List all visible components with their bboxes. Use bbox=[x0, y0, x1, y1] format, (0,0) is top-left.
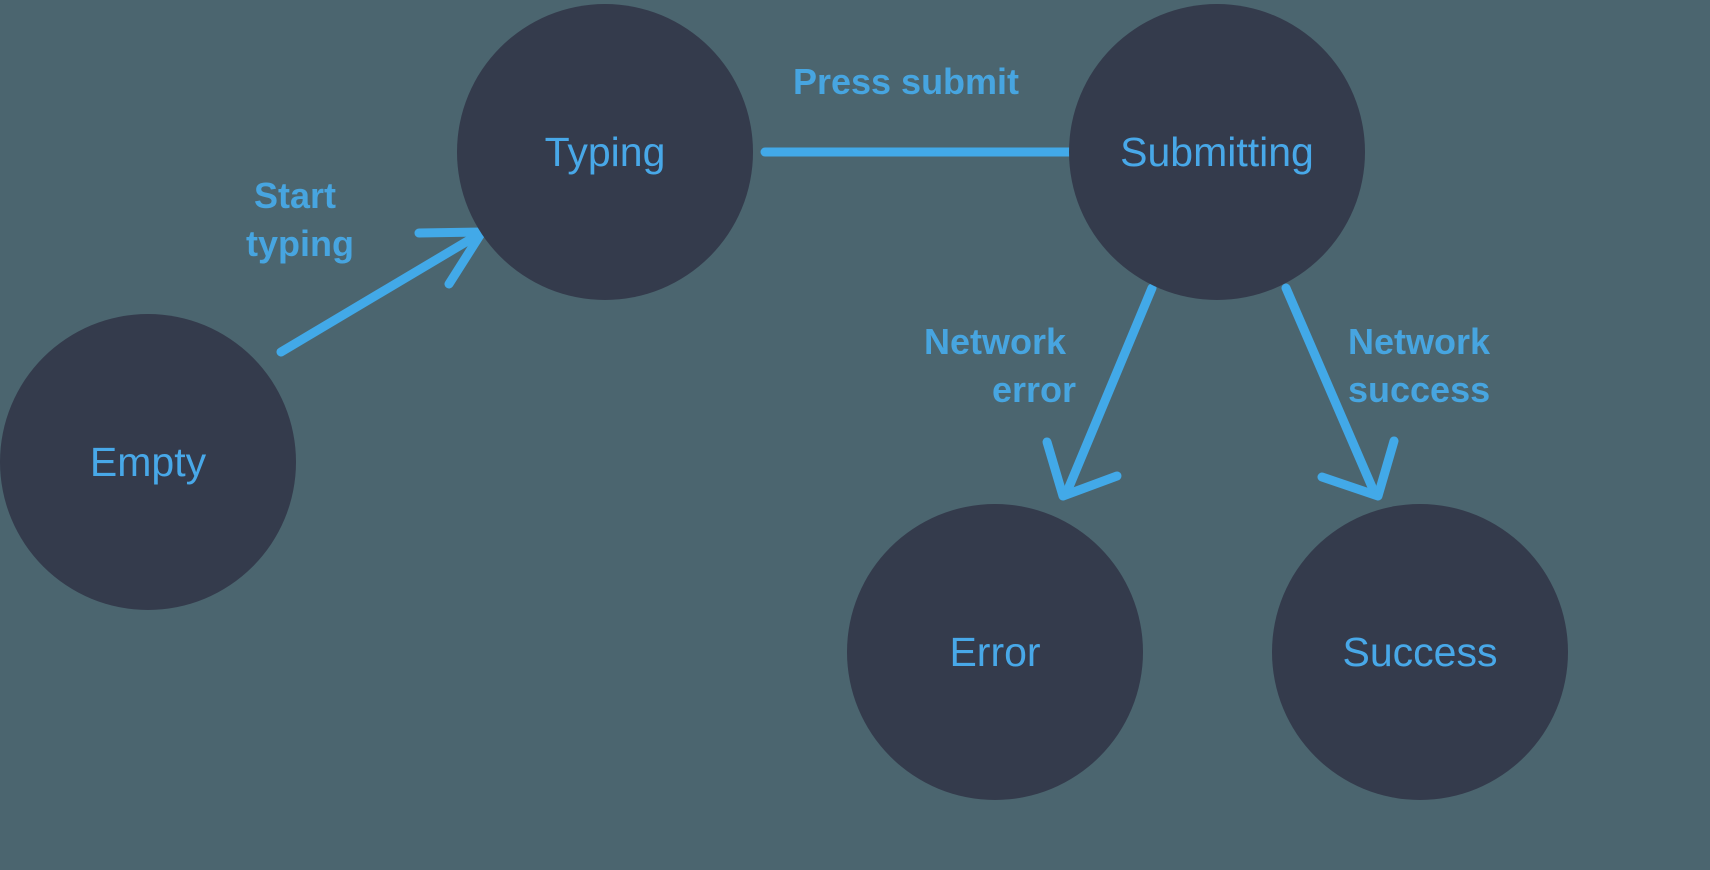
transition-network-success-arrowhead bbox=[1317, 436, 1399, 501]
transition-network-success-label: Network success bbox=[1348, 321, 1500, 410]
transition-start-typing-line bbox=[276, 231, 481, 357]
transition-network-success-label-line-1: Network bbox=[1348, 321, 1491, 362]
transition-press-submit-label-line-1: Press submit bbox=[793, 61, 1019, 102]
transition-network-success: Network success bbox=[1281, 283, 1500, 501]
transition-start-typing: Start typing bbox=[246, 175, 487, 357]
transition-press-submit-label: Press submit bbox=[793, 61, 1019, 102]
transition-start-typing-label-line-2: typing bbox=[246, 223, 354, 264]
state-node-typing[interactable]: Typing bbox=[457, 4, 753, 300]
state-node-error[interactable]: Error bbox=[847, 504, 1143, 800]
transition-network-error-line bbox=[1064, 283, 1157, 492]
state-node-empty-label: Empty bbox=[90, 439, 207, 485]
state-node-success[interactable]: Success bbox=[1272, 504, 1568, 800]
transition-network-error-label-line-1: Network bbox=[924, 321, 1067, 362]
transition-network-success-line bbox=[1281, 283, 1377, 492]
state-node-error-label: Error bbox=[949, 629, 1040, 675]
state-node-success-circle[interactable] bbox=[1272, 504, 1568, 800]
state-node-empty-circle[interactable] bbox=[0, 314, 296, 610]
transition-network-success-label-line-2: success bbox=[1348, 369, 1490, 410]
state-node-typing-label: Typing bbox=[545, 129, 666, 175]
state-node-submitting[interactable]: Submitting bbox=[1069, 4, 1365, 300]
state-node-submitting-label: Submitting bbox=[1120, 129, 1314, 175]
state-node-error-circle[interactable] bbox=[847, 504, 1143, 800]
transition-network-error-label-line-2: error bbox=[992, 369, 1076, 410]
transition-start-typing-arrowhead bbox=[414, 227, 487, 289]
transition-start-typing-label-line-1: Start bbox=[254, 175, 336, 216]
state-node-submitting-circle[interactable] bbox=[1069, 4, 1365, 300]
transition-start-typing-label: Start typing bbox=[246, 175, 354, 264]
state-node-success-label: Success bbox=[1343, 629, 1498, 675]
state-node-empty[interactable]: Empty bbox=[0, 314, 296, 610]
state-node-typing-circle[interactable] bbox=[457, 4, 753, 300]
transition-network-error: Network error bbox=[924, 283, 1157, 501]
transition-network-error-arrowhead bbox=[1042, 437, 1122, 501]
transition-network-error-label: Network error bbox=[924, 321, 1076, 410]
